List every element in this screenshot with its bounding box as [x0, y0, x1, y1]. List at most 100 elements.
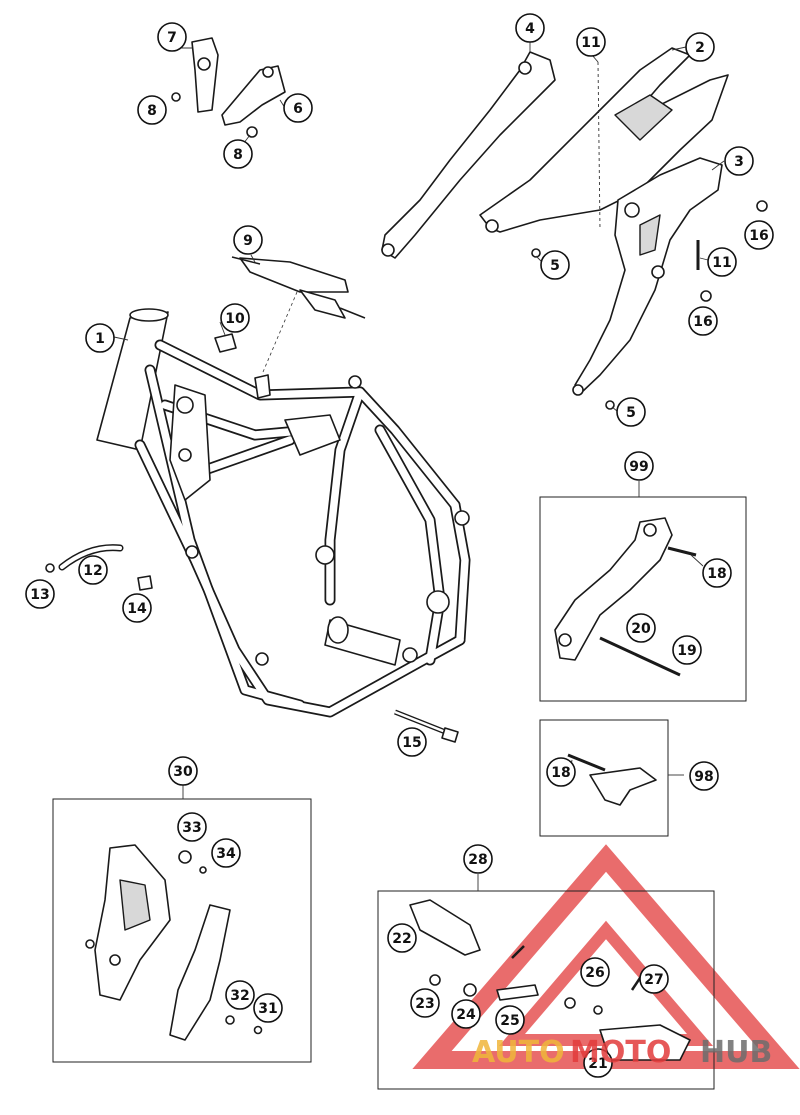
callout-7: 7: [157, 22, 187, 52]
callout-11: 11: [576, 27, 606, 57]
callout-label: 21: [588, 1056, 607, 1072]
callout-label: 32: [230, 988, 249, 1004]
callout-27: 27: [639, 964, 669, 994]
callout-label: 16: [749, 228, 768, 244]
callout-label: 11: [581, 35, 600, 51]
callout-circle: [168, 756, 198, 786]
callout-circle: [157, 22, 187, 52]
callout-18: 18: [702, 558, 732, 588]
callout-circle: [220, 303, 250, 333]
callout-circle: [223, 139, 253, 169]
callout-label: 30: [173, 764, 193, 780]
callout-label: 20: [631, 621, 651, 637]
callout-26: 26: [580, 957, 610, 987]
callout-circle: [463, 844, 493, 874]
callout-label: 14: [127, 601, 147, 617]
callout-label: 10: [225, 311, 245, 327]
callout-label: 9: [243, 233, 253, 249]
watermark-suffix: HUB: [700, 1035, 772, 1070]
callout-circle: [583, 1048, 613, 1078]
callout-circle: [744, 220, 774, 250]
callout-23: 23: [410, 988, 440, 1018]
subframe-2: [479, 47, 729, 233]
callout-circle: [225, 980, 255, 1010]
callout-label: 27: [644, 972, 663, 988]
box-99: [539, 496, 747, 702]
frame-guard-right: [169, 850, 263, 1041]
callout-98: 98: [689, 761, 719, 791]
watermark-middle: MOTO: [570, 1035, 671, 1070]
callout-circle: [25, 579, 55, 609]
callout-label: 26: [585, 965, 604, 981]
callout-circle: [451, 999, 481, 1029]
callout-19: 19: [672, 635, 702, 665]
callout-circle: [689, 761, 719, 791]
callout-label: 23: [415, 996, 434, 1012]
callout-30: 30: [168, 756, 198, 786]
callout-label: 1: [95, 331, 105, 347]
callout-9: 9: [233, 225, 263, 255]
callout-3: 3: [724, 146, 754, 176]
callout-20: 20: [626, 613, 656, 643]
callout-25: 25: [495, 1005, 525, 1035]
callout-label: 98: [694, 769, 713, 785]
callout-4: 4: [515, 13, 545, 43]
callout-circle: [580, 957, 610, 987]
callout-circle: [85, 323, 115, 353]
callout-label: 33: [182, 820, 201, 836]
callout-24: 24: [451, 999, 481, 1029]
callout-label: 16: [693, 314, 712, 330]
callout-circle: [397, 727, 427, 757]
box-30: [52, 798, 312, 1063]
callout-circle: [672, 635, 702, 665]
watermark-prefix: AUTO: [472, 1035, 565, 1070]
callout-label: 13: [30, 587, 49, 603]
box-98: [539, 719, 669, 837]
callout-label: 8: [233, 147, 243, 163]
callout-circle: [495, 1005, 525, 1035]
nut-16-upper: [756, 200, 768, 212]
callout-circle: [253, 993, 283, 1023]
callout-label: 34: [216, 846, 236, 862]
bolt-5-upper: [531, 248, 541, 258]
callout-label: 6: [293, 101, 303, 117]
callout-31: 31: [253, 993, 283, 1023]
callout-label: 24: [456, 1007, 476, 1023]
bracket-98: [567, 753, 657, 806]
callout-circle: [724, 146, 754, 176]
callout-5: 5: [540, 250, 570, 280]
callout-label: 11: [712, 255, 731, 271]
callout-label: 18: [551, 765, 570, 781]
callout-circle: [576, 27, 606, 57]
callout-circle: [624, 451, 654, 481]
callout-label: 7: [167, 30, 177, 46]
hose-12: [45, 544, 153, 591]
callout-circle: [639, 964, 669, 994]
callout-circle: [211, 838, 241, 868]
callout-circle: [616, 397, 646, 427]
callout-circle: [515, 13, 545, 43]
callout-circle: [137, 95, 167, 125]
callout-34: 34: [211, 838, 241, 868]
callout-circle: [410, 988, 440, 1018]
callout-12: 12: [78, 555, 108, 585]
callout-10: 10: [220, 303, 250, 333]
main-frame: [96, 308, 471, 718]
callout-11: 11: [707, 247, 737, 277]
callout-circle: [626, 613, 656, 643]
callout-label: 15: [402, 735, 421, 751]
bolt-15: [394, 709, 459, 743]
callout-label: 5: [550, 258, 560, 274]
callout-label: 18: [707, 566, 726, 582]
callout-circle: [177, 812, 207, 842]
callout-circle: [233, 225, 263, 255]
box-28: [377, 890, 715, 1090]
callout-14: 14: [122, 593, 152, 623]
callout-label: 2: [695, 40, 705, 56]
callout-label: 28: [468, 852, 487, 868]
callout-22: 22: [387, 923, 417, 953]
footpeg-22: [409, 899, 539, 1001]
callout-label: 3: [734, 154, 744, 170]
callout-circle: [283, 93, 313, 123]
